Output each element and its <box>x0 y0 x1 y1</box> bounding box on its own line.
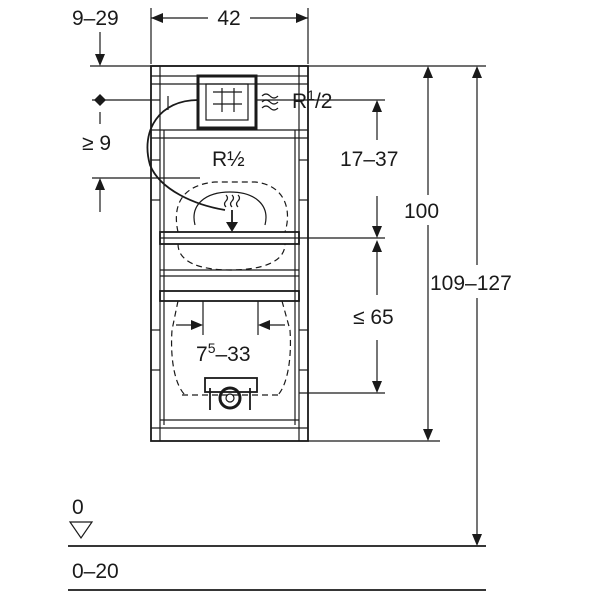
flush-thread-label: R½ <box>212 148 245 171</box>
bolt-spacing-label: 75–33 <box>196 340 251 366</box>
offset-top-dimension: 9–29 <box>72 7 119 66</box>
supply-thread-label: R1/2 <box>292 87 332 113</box>
flush-height-dimension: 17–37 <box>256 99 398 239</box>
width-dimension: 42 <box>150 7 309 64</box>
floor-range-label: 0–20 <box>72 560 119 583</box>
drain-connection <box>204 377 258 410</box>
max-height-dimension: ≤ 65 <box>299 240 394 394</box>
frame-height-label: 100 <box>404 200 439 223</box>
floor-level: 0 0–20 <box>68 496 486 591</box>
frame-height-dimension: 100 <box>308 66 440 442</box>
floor-level-icon <box>68 521 94 540</box>
floor-level-label: 0 <box>72 496 84 519</box>
bowl-outline <box>170 300 292 396</box>
installation-frame <box>150 65 309 442</box>
bolt-spacing-dimension <box>176 301 285 335</box>
total-height-label: 109–127 <box>430 272 512 295</box>
flush-height-label: 17–37 <box>340 148 398 171</box>
frame-width-label: 42 <box>217 7 240 30</box>
offset-top-label: 9–29 <box>72 7 119 30</box>
min-clearance-label: ≥ 9 <box>82 132 111 155</box>
min-clearance-dimension: ≥ 9 <box>82 94 200 212</box>
max-height-label: ≤ 65 <box>353 306 394 329</box>
total-height-dimension: 109–127 <box>430 66 512 546</box>
supply-hose <box>146 99 226 211</box>
flush-water-icon <box>223 194 241 232</box>
cistern-outline <box>175 181 289 271</box>
